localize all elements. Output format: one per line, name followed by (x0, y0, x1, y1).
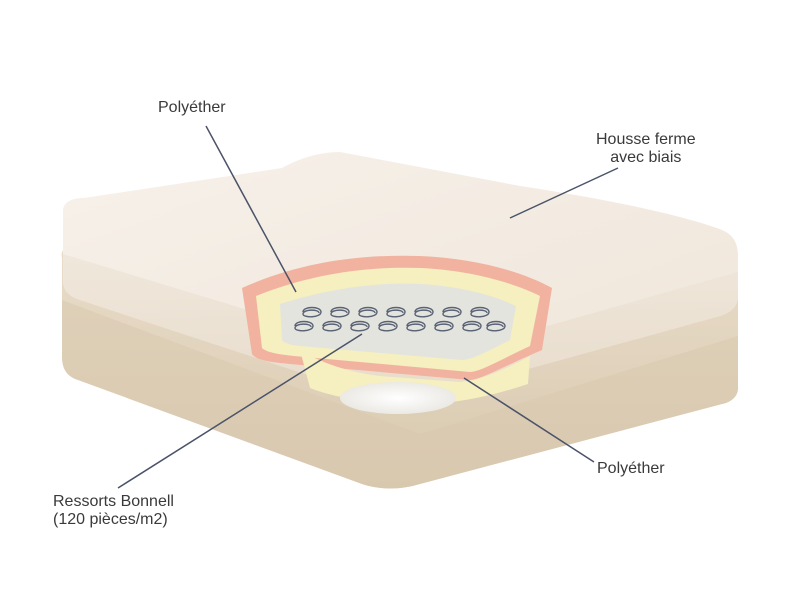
spring-coil (302, 306, 322, 318)
spring-coil (358, 306, 378, 318)
spring-coil (462, 320, 482, 332)
spring-coil (378, 320, 398, 332)
label-cover-line2: avec biais (610, 149, 682, 166)
label-polyether-top-text: Polyéther (158, 99, 226, 116)
label-springs: Ressorts Bonnell (120 pièces/m2) (53, 493, 174, 529)
spring-coil (442, 306, 462, 318)
spring-coil (414, 306, 434, 318)
spring-coil (486, 320, 506, 332)
spring-coil (406, 320, 426, 332)
leader-line-polyether-top (205, 125, 297, 293)
label-cover: Housse ferme avec biais (596, 131, 696, 167)
label-springs-line1: Ressorts Bonnell (53, 493, 174, 510)
label-polyether-bottom-text: Polyéther (597, 460, 665, 477)
spring-coil (330, 306, 350, 318)
spring-coil (386, 306, 406, 318)
leader-line-springs (117, 333, 363, 489)
label-polyether-top: Polyéther (158, 99, 226, 117)
label-polyether-bottom: Polyéther (597, 460, 665, 478)
leader-line-cover (509, 167, 619, 219)
label-cover-line1: Housse ferme (596, 131, 696, 148)
leader-line-polyether-bottom (463, 377, 595, 463)
spring-coil (434, 320, 454, 332)
spring-coil (294, 320, 314, 332)
label-springs-line2: (120 pièces/m2) (53, 511, 168, 528)
spring-coil (470, 306, 490, 318)
spring-coil (350, 320, 370, 332)
leader-lines (117, 125, 619, 489)
cutaway-section (242, 255, 552, 414)
bonnell-springs (294, 306, 506, 332)
spring-coil (322, 320, 342, 332)
